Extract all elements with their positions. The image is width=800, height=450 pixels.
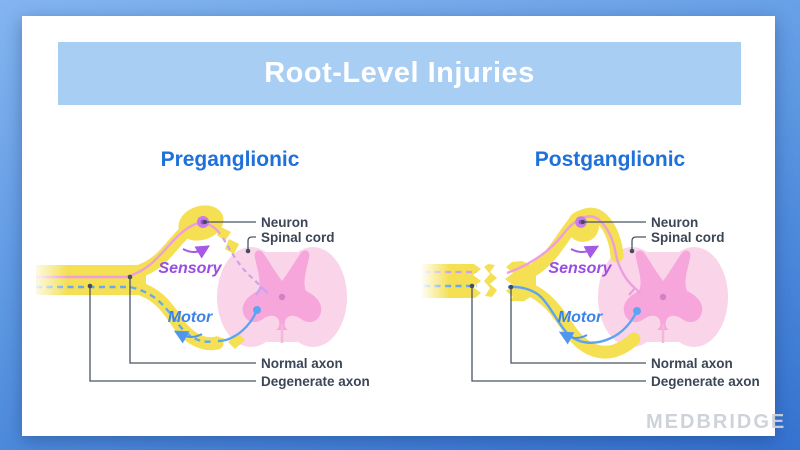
spinal-cord-cross-section xyxy=(217,247,347,347)
postganglionic-illustration xyxy=(420,207,728,382)
torn-ventral-root-fragment xyxy=(228,333,245,349)
spinal-cord-cross-section xyxy=(598,247,728,347)
degenerate-axon-label: Degenerate axon xyxy=(651,374,760,389)
spinal-cord-label: Spinal cord xyxy=(261,230,335,245)
medbridge-watermark: MEDBRIDGE xyxy=(646,411,787,433)
motor-direction-arrow xyxy=(173,330,203,344)
normal-axon-label: Normal axon xyxy=(651,356,733,371)
spinal-cord-label: Spinal cord xyxy=(651,230,725,245)
callout-lines xyxy=(471,221,646,382)
nerve-fade-edge xyxy=(30,260,68,302)
postganglionic-heading: Postganglionic xyxy=(534,148,686,171)
callout-dots xyxy=(469,219,635,290)
gray-matter-butterfly xyxy=(623,250,703,330)
sensory-direction-arrow xyxy=(182,245,211,259)
sensory-axon-normal-line xyxy=(506,215,636,289)
neuron-label: Neuron xyxy=(261,215,309,230)
nerve-fade-edge xyxy=(420,258,450,302)
sensory-label: Sensory xyxy=(548,260,612,277)
slide-title: Root-Level Injuries xyxy=(264,57,535,89)
torn-nerve-sliver xyxy=(484,264,497,297)
normal-axon-label: Normal axon xyxy=(261,356,343,371)
motor-neuron-dot xyxy=(253,306,261,314)
callout-dots xyxy=(87,219,251,289)
degenerate-axon-label: Degenerate axon xyxy=(261,374,370,389)
preganglionic-heading: Preganglionic xyxy=(160,148,300,171)
torn-dorsal-root-fragment xyxy=(217,227,231,241)
neuron-label: Neuron xyxy=(651,215,699,230)
preganglionic-illustration xyxy=(30,205,347,382)
motor-axon-proximal-line xyxy=(217,309,259,343)
central-canal xyxy=(659,293,667,301)
motor-axon-degenerate-dashed-line xyxy=(36,285,215,343)
degenerate-root-fork xyxy=(255,286,269,296)
title-banner: Root-Level Injuries xyxy=(58,42,741,105)
torn-dorsal-root-fragment xyxy=(225,239,239,254)
gray-matter-butterfly xyxy=(242,250,322,330)
sensory-root-fork xyxy=(628,287,642,296)
sensory-axon-normal-line xyxy=(36,221,221,279)
motor-label: Motor xyxy=(557,309,603,326)
motor-label: Motor xyxy=(167,309,213,326)
sensory-label: Sensory xyxy=(158,260,222,277)
sensory-direction-arrow xyxy=(570,245,600,259)
central-canal xyxy=(278,293,286,301)
motor-neuron-dot xyxy=(633,307,641,315)
motor-direction-arrow xyxy=(558,331,588,345)
postganglionic-diagram: Neuron Spinal cord Sensory Motor Normal … xyxy=(420,150,780,410)
sensory-root-degenerate-dashed-line xyxy=(222,237,262,288)
preganglionic-diagram: Neuron Spinal cord Sensory Motor Normal … xyxy=(30,150,390,410)
callout-lines xyxy=(89,221,256,382)
